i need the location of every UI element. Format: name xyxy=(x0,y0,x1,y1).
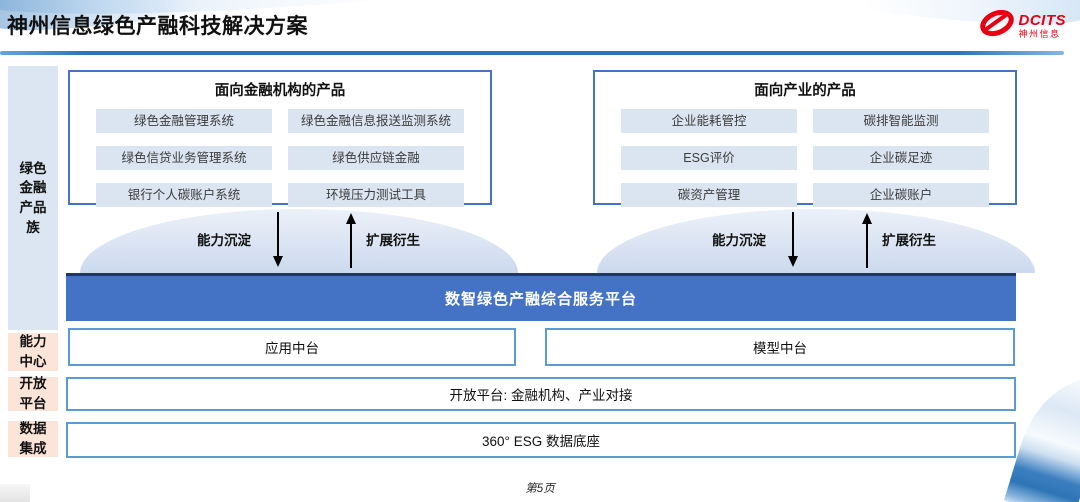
arrow-up-icon xyxy=(860,212,874,273)
product-chip: 银行个人碳账户系统 xyxy=(96,183,272,207)
page-title: 神州信息绿色产融科技解决方案 xyxy=(7,15,308,38)
sidebar-label-capability-center: 能力中心 xyxy=(8,333,58,371)
product-chip: 碳排智能监测 xyxy=(813,109,989,133)
product-box-industry: 面向产业的产品 企业能耗管控 碳排智能监测 ESG评价 企业碳足迹 碳资产管理 … xyxy=(593,70,1017,207)
box-open-platform: 开放平台: 金融机构、产业对接 xyxy=(66,377,1016,411)
sidebar-label-data-integration: 数据集成 xyxy=(8,421,58,457)
flow-label-capability-sink: 能力沉淀 xyxy=(197,233,251,248)
product-chip: 绿色金融管理系统 xyxy=(96,109,272,133)
sidebar-label-product-family: 绿色金融产品族 xyxy=(8,66,58,330)
product-box-financial-institutions: 面向金融机构的产品 绿色金融管理系统 绿色金融信息报送监测系统 绿色信贷业务管理… xyxy=(68,70,492,207)
dcits-logo: DCITS 神州信息 xyxy=(979,8,1067,43)
header-divider-line xyxy=(0,51,1064,55)
platform-bar: 数智绿色产融综合服务平台 xyxy=(66,273,1016,321)
product-chip: 绿色金融信息报送监测系统 xyxy=(288,109,464,133)
flow-label-expand-derive: 扩展衍生 xyxy=(882,233,936,248)
sidebar-label-open-platform: 开放平台 xyxy=(8,376,58,411)
product-box-title: 面向金融机构的产品 xyxy=(214,83,346,99)
product-chip: 环境压力测试工具 xyxy=(288,183,464,207)
flow-label-capability-sink: 能力沉淀 xyxy=(712,233,766,248)
bottom-left-decoration xyxy=(0,484,30,502)
product-chip: 绿色信贷业务管理系统 xyxy=(96,146,272,170)
product-chip-grid: 企业能耗管控 碳排智能监测 ESG评价 企业碳足迹 碳资产管理 企业碳账户 xyxy=(595,100,1015,207)
page-number: 第5页 xyxy=(525,483,555,495)
platform-bar-title: 数智绿色产融综合服务平台 xyxy=(444,291,637,308)
product-box-title: 面向产业的产品 xyxy=(754,83,856,99)
arrow-down-icon xyxy=(786,212,800,273)
logo-brand-text: DCITS xyxy=(1018,11,1066,29)
product-chip-grid: 绿色金融管理系统 绿色金融信息报送监测系统 绿色信贷业务管理系统 绿色供应链金融… xyxy=(70,100,490,207)
product-chip: 企业碳足迹 xyxy=(813,146,989,170)
box-esg-data-base: 360° ESG 数据底座 xyxy=(66,422,1016,458)
product-chip: ESG评价 xyxy=(621,146,797,170)
arrow-up-icon xyxy=(344,212,358,273)
product-chip: 碳资产管理 xyxy=(621,183,797,207)
arrow-down-icon xyxy=(271,212,285,273)
dome-decoration-left xyxy=(80,209,518,273)
dome-decoration-right xyxy=(597,209,1035,273)
dcits-swirl-icon xyxy=(979,8,1015,43)
product-chip: 企业能耗管控 xyxy=(621,109,797,133)
product-chip: 企业碳账户 xyxy=(813,183,989,207)
box-application-middle-platform: 应用中台 xyxy=(68,328,516,366)
logo-brand-cn-text: 神州信息 xyxy=(1018,28,1061,39)
box-model-middle-platform: 模型中台 xyxy=(545,328,1015,366)
flow-label-expand-derive: 扩展衍生 xyxy=(366,233,420,248)
product-chip: 绿色供应链金融 xyxy=(288,146,464,170)
